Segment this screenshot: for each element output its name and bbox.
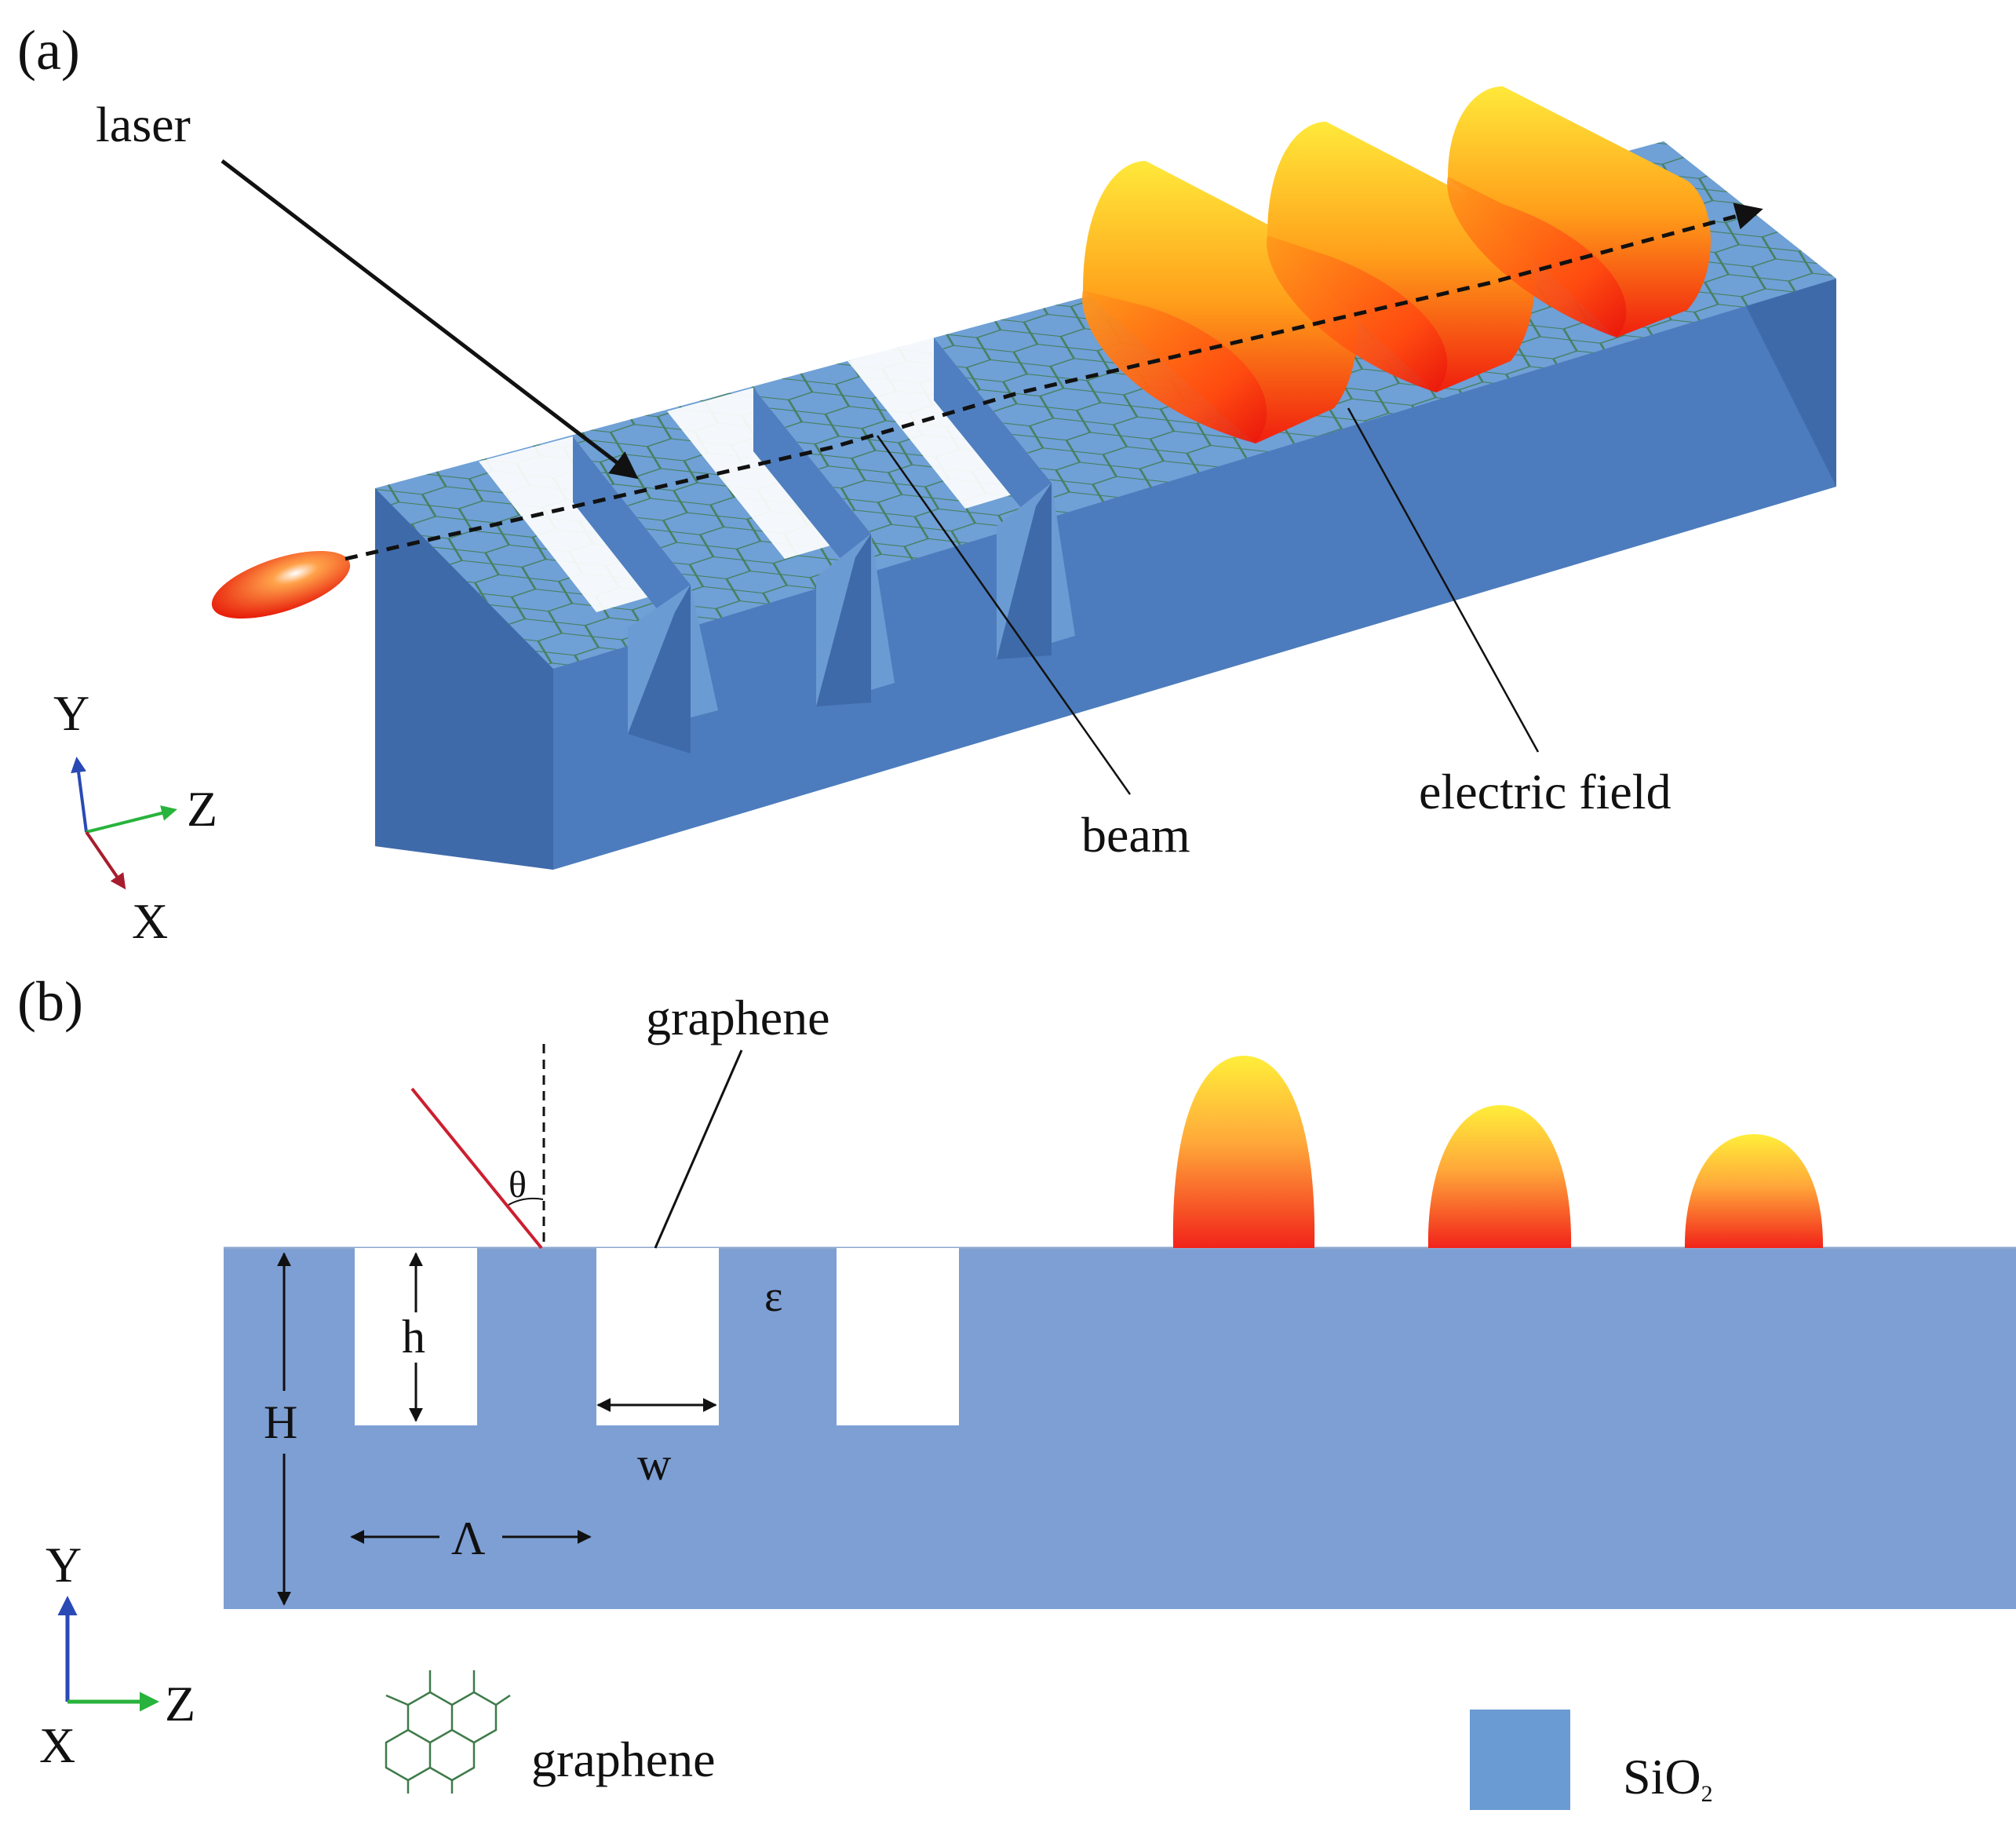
groove-2d-3 [837,1248,959,1425]
axis-y-label-a: Y [53,685,89,741]
graphene-label-b: graphene [646,990,830,1046]
field-lobe-1 [1082,161,1358,443]
incident-ray [410,1087,543,1250]
beam-label: beam [1081,807,1190,863]
axis-y-label-b: Y [46,1537,82,1593]
panel-a: (a) [17,19,1836,949]
beam-leader [876,435,1132,795]
panel-b-label: (b) [17,970,83,1033]
field-leader [1347,407,1540,753]
block-front-face [375,279,1836,870]
legend: graphene SiO2 [385,1670,1713,1810]
field-lobe-2d-1 [1172,1056,1315,1248]
graphene-legend-icon [385,1670,511,1794]
field-lobe-2d-2 [1427,1105,1572,1248]
electric-field-label: electric field [1419,764,1671,819]
z-axis-arrow-a [86,805,177,834]
axes-a: Y Z X [53,685,217,949]
y-axis-arrow-a [71,757,88,833]
H-label: H [264,1396,297,1448]
axes-b: Y Z X [39,1537,195,1773]
w-label: w [637,1438,672,1490]
x-axis-arrow-a [85,830,126,890]
axis-z-label-b: Z [165,1676,195,1732]
panel-a-label: (a) [17,19,80,82]
field-lobe-2d-3 [1684,1134,1824,1248]
groove-2d-2 [596,1248,719,1425]
axis-z-label-a: Z [187,781,217,837]
theta-arc [508,1197,544,1206]
laser-arrow [221,159,639,480]
lambda-label: Λ [451,1513,486,1564]
sio2-legend-swatch [1470,1710,1570,1810]
groove-2 [667,388,895,706]
laser-spot [211,550,351,619]
beam-path [345,203,1763,561]
substrate-2d [224,1248,2016,1609]
legend-sio2-label: SiO2 [1623,1749,1713,1807]
block-end-face [375,488,553,870]
theta-symbol: θ [509,1164,527,1206]
axis-x-label-a: X [132,893,168,949]
panel-b: (b) θ graphene ε h H w [17,970,2016,1773]
groove-1 [479,436,718,754]
graphene-leader [654,1049,743,1249]
grating-grooves [479,338,1075,754]
laser-label: laser [96,97,191,152]
field-lobe-3 [1447,86,1711,338]
epsilon-symbol: ε [764,1272,783,1321]
groove-3 [848,338,1075,659]
h-label: h [402,1311,425,1363]
axis-x-label-b: X [39,1717,75,1773]
field-lobes-3d [1082,86,1711,443]
legend-graphene-label: graphene [531,1732,716,1787]
